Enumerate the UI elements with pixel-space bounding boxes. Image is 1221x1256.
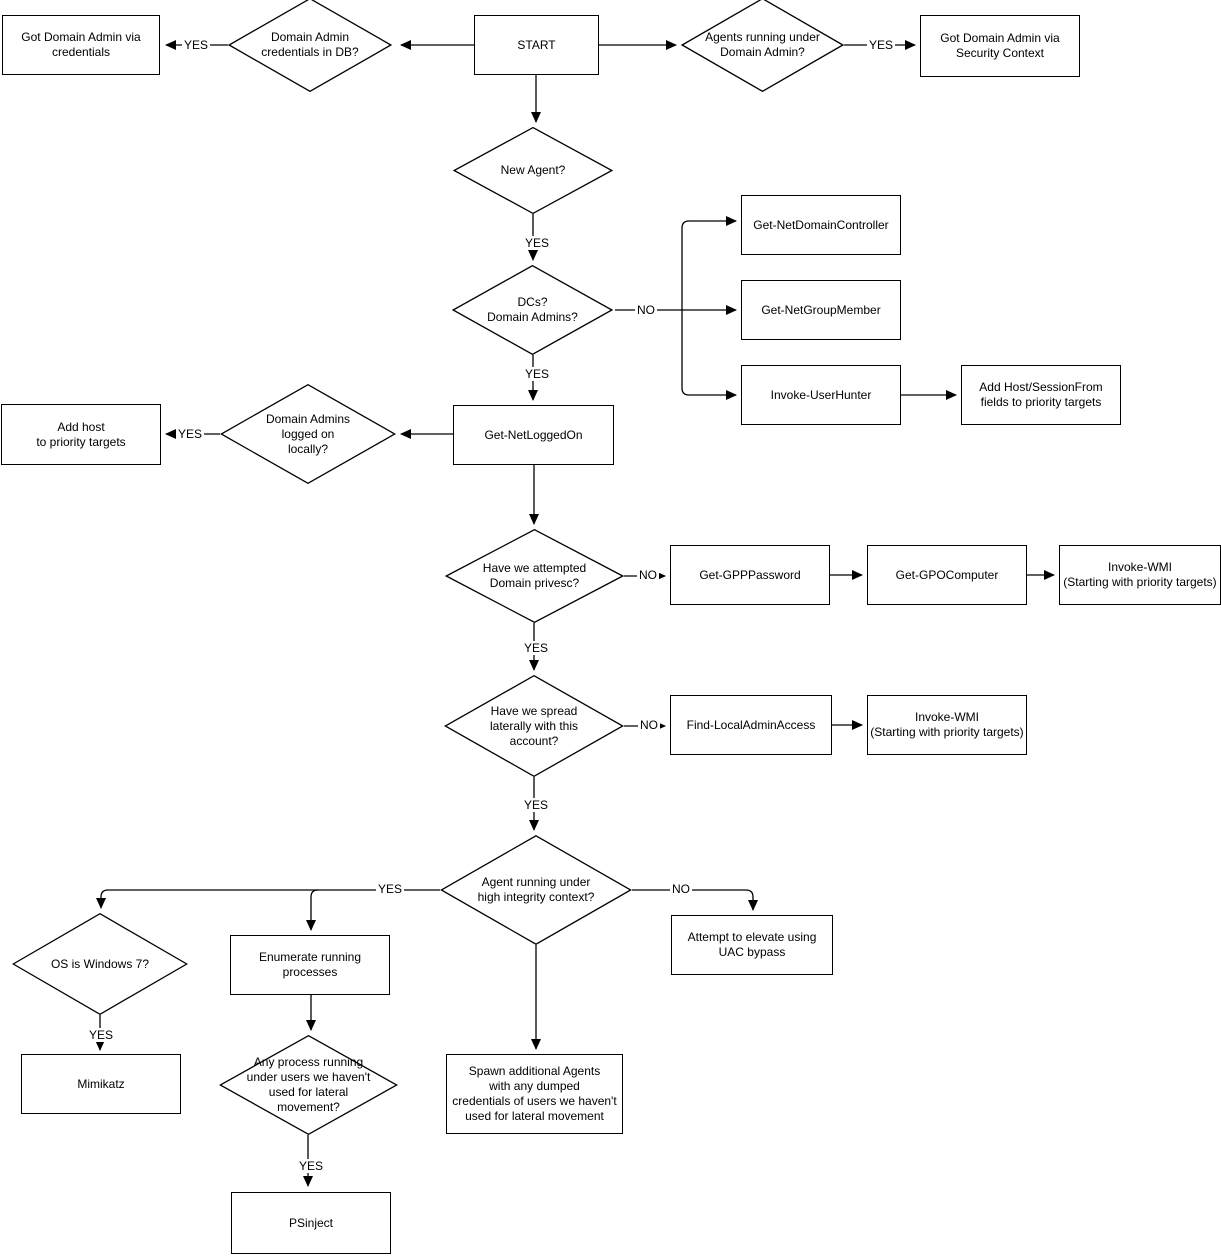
node-get-gpppassword: Get-GPPPassword xyxy=(670,545,830,605)
node-mimikatz: Mimikatz xyxy=(21,1054,181,1114)
connector-dcs-no-branch-down xyxy=(681,310,737,400)
edge-label-no: NO xyxy=(638,718,660,732)
diamond-shape xyxy=(440,835,632,945)
edge-label-yes: YES xyxy=(522,236,552,250)
node-dcs-domain-admins: DCs? Domain Admins? xyxy=(452,265,613,355)
edge-label-yes: YES xyxy=(521,798,551,812)
edge-label-yes: YES xyxy=(86,1028,116,1042)
edge-label-no: NO xyxy=(635,303,657,317)
node-any-process-unused-users: Any process running under users we haven… xyxy=(219,1035,398,1135)
node-add-host-priority-targets: Add host to priority targets xyxy=(1,404,161,465)
node-got-domain-admin-credentials: Got Domain Admin via credentials xyxy=(2,15,160,75)
node-start: START xyxy=(474,15,599,75)
node-get-netloggedon: Get-NetLoggedOn xyxy=(453,405,614,465)
node-label: OS is Windows 7? xyxy=(50,956,150,971)
edge-label-yes: YES xyxy=(375,882,405,896)
node-invoke-wmi-priority-targets-1: Invoke-WMI (Starting with priority targe… xyxy=(1059,545,1221,605)
diamond-shape xyxy=(452,265,613,355)
edge-label-no: NO xyxy=(637,568,659,582)
node-spread-laterally: Have we spread laterally with this accou… xyxy=(444,675,624,777)
connector-integrity-no xyxy=(632,889,758,911)
node-get-gpocomputer: Get-GPOComputer xyxy=(867,545,1027,605)
diamond-shape xyxy=(12,913,188,1015)
edge-label-yes: YES xyxy=(296,1159,326,1173)
node-add-host-sessionfrom: Add Host/SessionFrom fields to priority … xyxy=(961,365,1121,425)
connector-integrity-yes-branch xyxy=(306,889,319,931)
connector-integrity-yes-main xyxy=(96,889,440,909)
node-high-integrity-context: Agent running under high integrity conte… xyxy=(440,835,632,945)
diamond-shape xyxy=(681,0,844,92)
edge-label-yes: YES xyxy=(866,38,896,52)
node-invoke-userhunter: Invoke-UserHunter xyxy=(741,365,901,425)
node-psinject: PSinject xyxy=(231,1192,391,1254)
node-domain-admins-logged-on-locally: Domain Admins logged on locally? xyxy=(220,384,396,484)
node-label: Any process running under users we haven… xyxy=(246,1055,371,1114)
edge-label-yes: YES xyxy=(181,38,211,52)
node-os-is-windows-7: OS is Windows 7? xyxy=(12,913,188,1015)
edge-label-no: NO xyxy=(670,882,692,896)
node-label: Agents running under Domain Admin? xyxy=(705,30,820,59)
diamond-shape xyxy=(453,127,613,214)
connector-dcs-no-branch-up xyxy=(681,216,737,310)
diamond-shape xyxy=(228,0,392,92)
node-uac-bypass: Attempt to elevate using UAC bypass xyxy=(671,915,833,975)
diamond-shape xyxy=(220,384,396,484)
node-domain-admin-creds-in-db: Domain Admin credentials in DB? xyxy=(228,0,392,92)
edge-label-yes: YES xyxy=(521,641,551,655)
diamond-shape xyxy=(444,675,624,777)
node-label: Domain Admins logged on locally? xyxy=(265,411,351,456)
edge-label-yes: YES xyxy=(522,367,552,381)
diamond-shape xyxy=(445,529,624,623)
node-label: Domain Admin credentials in DB? xyxy=(261,30,359,59)
node-new-agent: New Agent? xyxy=(453,127,613,214)
node-label: Have we spread laterally with this accou… xyxy=(489,703,579,748)
node-label: DCs? Domain Admins? xyxy=(487,295,578,324)
edge-label-yes: YES xyxy=(175,427,205,441)
node-agents-running-under-domain-admin: Agents running under Domain Admin? xyxy=(681,0,844,92)
node-label: New Agent? xyxy=(500,163,566,177)
diamond-shape xyxy=(219,1035,398,1135)
node-label: Agent running under high integrity conte… xyxy=(477,875,595,904)
node-label: Have we attempted Domain privesc? xyxy=(482,561,587,590)
node-get-netgroupmember: Get-NetGroupMember xyxy=(741,280,901,340)
node-get-netdomaincontroller: Get-NetDomainController xyxy=(741,195,901,255)
node-attempted-domain-privesc: Have we attempted Domain privesc? xyxy=(445,529,624,623)
node-enumerate-processes: Enumerate running processes xyxy=(230,935,390,995)
node-spawn-agents: Spawn additional Agents with any dumped … xyxy=(446,1054,623,1134)
node-got-domain-admin-security-context: Got Domain Admin via Security Context xyxy=(920,15,1080,77)
node-find-localadminaccess: Find-LocalAdminAccess xyxy=(670,695,832,755)
node-invoke-wmi-priority-targets-2: Invoke-WMI (Starting with priority targe… xyxy=(867,695,1027,755)
